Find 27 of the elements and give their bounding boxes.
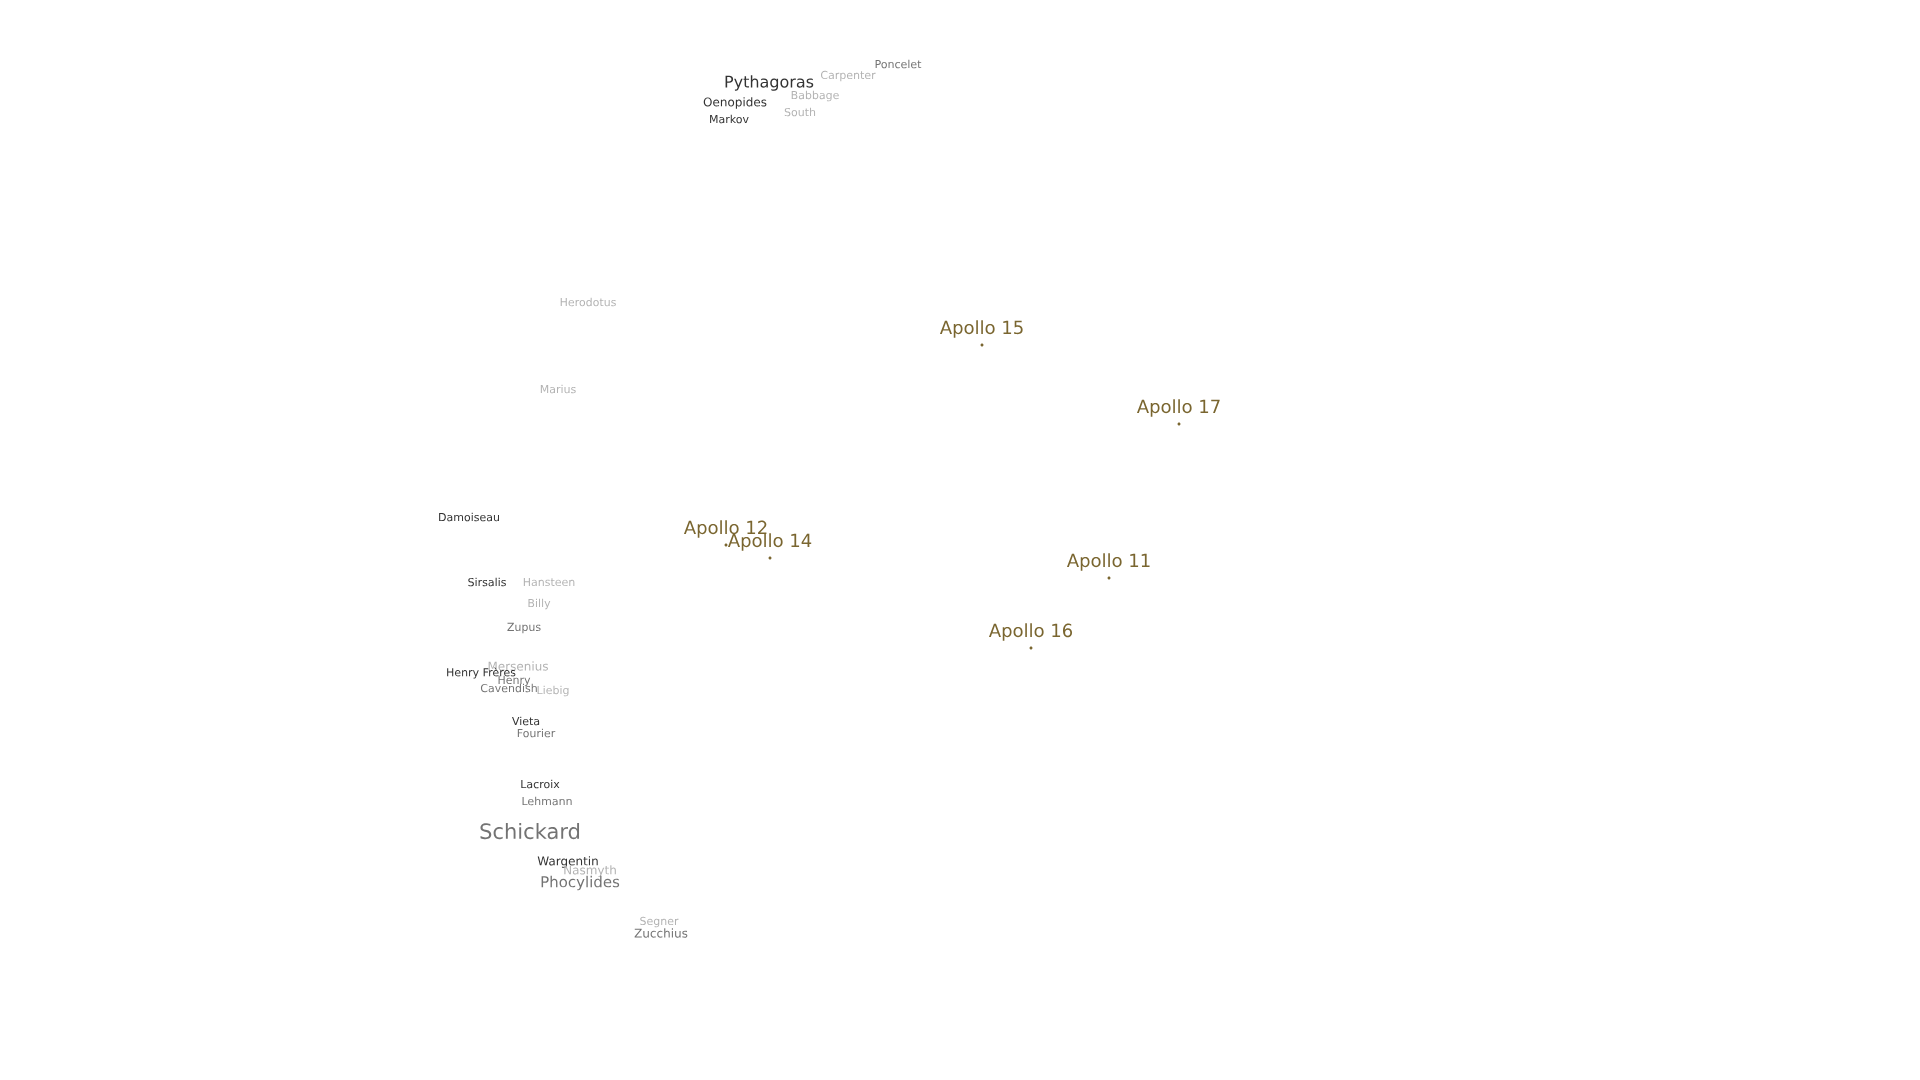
crater-label: Lehmann [522, 796, 572, 806]
crater-label: Herodotus [560, 297, 616, 307]
crater-label: Pythagoras [725, 75, 814, 91]
crater-label: Hansteen [523, 577, 575, 587]
crater-label: Oenopides [703, 97, 767, 109]
landing-site-label: Apollo 11 [1066, 553, 1150, 571]
landing-site-label: Apollo 15 [939, 320, 1023, 338]
crater-label: South [784, 107, 816, 117]
crater-label: Vieta [512, 716, 540, 726]
landing-site-label: Apollo 16 [988, 623, 1073, 641]
crater-label: Schickard [480, 822, 580, 840]
crater-label: Lacroix [521, 779, 560, 789]
crater-label: Babbage [791, 90, 839, 102]
crater-label: Segner [640, 916, 679, 928]
crater-label: Billy [528, 598, 551, 610]
crater-label: Carpenter [821, 70, 876, 82]
crater-label: Marius [540, 384, 576, 394]
crater-label: Fourier [517, 728, 556, 738]
crater-label: Zupus [507, 622, 541, 634]
crater-label: Zucchius [634, 928, 688, 938]
crater-label: Poncelet [875, 59, 922, 69]
crater-label: Phocylides [541, 875, 620, 891]
crater-label: Liebig [537, 685, 569, 697]
crater-label: Damoiseau [439, 512, 499, 522]
crater-label: Markov [710, 114, 749, 124]
landing-site-label: Apollo 17 [1136, 399, 1220, 417]
crater-label: Sirsalis [468, 577, 506, 587]
